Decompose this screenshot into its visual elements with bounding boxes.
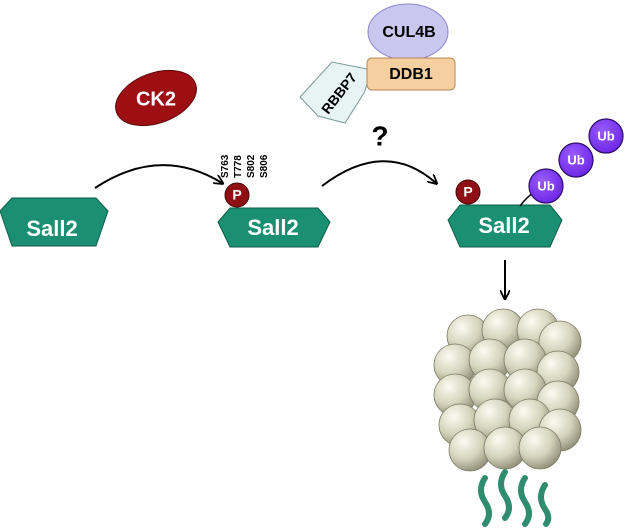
- ddb1-label: DDB1: [389, 66, 433, 83]
- sall2-middle-label: Sall2: [247, 215, 298, 240]
- sall2-middle: Sall2: [217, 207, 331, 248]
- ub-3-label: Ub: [597, 128, 614, 143]
- sall2-right: Sall2: [447, 204, 563, 248]
- rbbp7: RBBP7: [299, 61, 373, 124]
- phospho-middle-label: P: [232, 187, 241, 203]
- question-mark: ?: [371, 120, 388, 151]
- ub-1-label: Ub: [537, 178, 554, 193]
- ub-1: [528, 168, 564, 204]
- sall2-left: Sall2: [0, 197, 109, 247]
- arrow-phosphorylation: [94, 164, 222, 189]
- phospho-right-label: P: [463, 184, 472, 200]
- phospho-middle: P: [224, 182, 250, 208]
- peptide-3: [518, 475, 532, 527]
- peptide-fragments: [478, 469, 552, 527]
- cul4b-label: CUL4B: [382, 24, 435, 41]
- ddb1: DDB1: [366, 57, 456, 91]
- site-t778: T778: [233, 155, 244, 178]
- site-s763: S763: [220, 154, 231, 178]
- ck2-kinase: CK2: [115, 69, 197, 127]
- peptide-4: [538, 482, 552, 527]
- site-s802: S802: [246, 154, 257, 178]
- sall2-right-label: Sall2: [478, 213, 529, 238]
- site-s806: S806: [259, 154, 270, 178]
- sall2-left-label: Sall2: [26, 216, 77, 241]
- peptide-1: [478, 475, 492, 527]
- ubiquitin-chain: Ub Ub Ub: [519, 118, 624, 207]
- ck2-label: CK2: [136, 88, 176, 110]
- phospho-right: P: [455, 179, 481, 205]
- peptide-2: [498, 469, 512, 521]
- proteasome: [433, 308, 582, 472]
- cul4b: CUL4B: [367, 3, 449, 61]
- phospho-sites: S763 T778 S802 S806: [220, 154, 270, 178]
- arrow-ubiquitination: [321, 160, 436, 187]
- ub-2-label: Ub: [567, 152, 584, 167]
- ub-3: [588, 118, 624, 154]
- proteasome-subunit: [518, 426, 562, 470]
- ub-2: [558, 142, 594, 178]
